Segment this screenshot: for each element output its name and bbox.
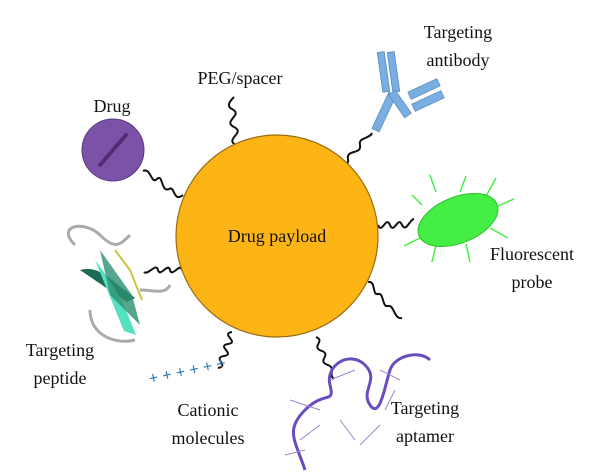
peptide-structure-icon [66,224,172,343]
antibody-icon [371,51,445,133]
cationic-label-2: molecules [172,428,245,448]
probe-linker [377,218,415,229]
drug-pill-icon [81,118,145,182]
cationic-linker [217,331,233,369]
drug-label: Drug [94,96,131,116]
aptamer-linker [367,280,403,320]
aptamer-label-1: Targeting [391,398,459,418]
aptamer-label-2: aptamer [396,426,454,446]
aptamer-structure-icon [284,353,432,471]
antibody-label-1: Targeting [424,22,492,42]
cationic-label-1: Cationic [178,400,239,420]
drug-linker [142,169,184,198]
peptide-label-1: Targeting [26,340,94,360]
peg-label: PEG/spacer [198,68,283,88]
core-label: Drug payload [228,226,326,246]
fluorescent-probe-icon [403,174,515,263]
peptide-label-2: peptide [34,368,87,388]
antibody-label-2: antibody [427,50,490,70]
probe-label-2: probe [512,272,553,292]
drug-payload-core [175,134,379,338]
probe-label-1: Fluorescent [490,244,574,264]
cationic-charges-icon: + + + + + + [147,355,227,388]
peptide-linker [143,266,183,274]
